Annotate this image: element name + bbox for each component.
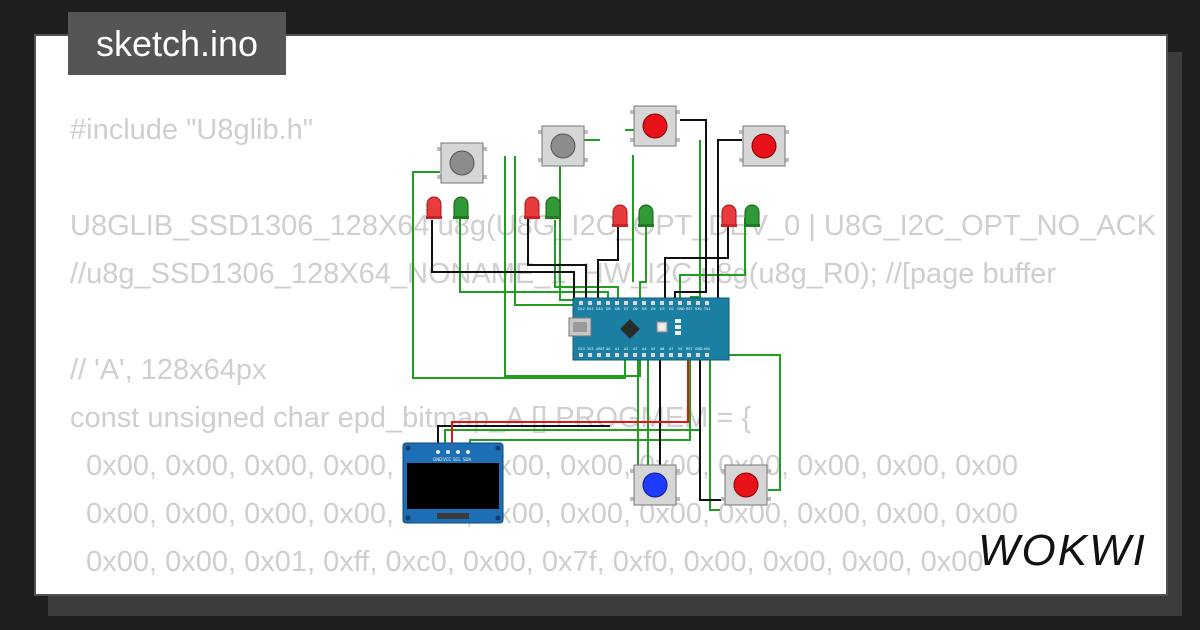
pin-label: 3V3 bbox=[587, 347, 593, 351]
pin-label: A3 bbox=[633, 347, 637, 351]
wokwi-logo: WOKWI bbox=[978, 526, 1147, 576]
pin-label: RST bbox=[686, 307, 693, 311]
wire bbox=[504, 156, 641, 377]
pin-label: D10 bbox=[596, 307, 603, 311]
wire bbox=[699, 360, 726, 501]
bottom-pin-row bbox=[579, 353, 709, 357]
pin-label: A6 bbox=[660, 347, 664, 351]
button-cap bbox=[733, 472, 759, 498]
code-line: const unsigned char epd_bitmap_A [] PROG… bbox=[70, 402, 752, 434]
pin-label: A0 bbox=[606, 347, 610, 351]
wire bbox=[639, 218, 647, 300]
pin-label: GND bbox=[677, 307, 685, 311]
pin-label: D3 bbox=[660, 307, 665, 311]
red-wires bbox=[451, 358, 689, 450]
wire bbox=[444, 358, 701, 450]
led-red bbox=[524, 196, 540, 219]
pin-label: D5 bbox=[642, 307, 647, 311]
wire bbox=[412, 171, 626, 379]
pin-label: VIN bbox=[704, 347, 710, 351]
pin-label: GND bbox=[695, 347, 703, 351]
button-cap bbox=[449, 150, 475, 176]
black-wires bbox=[431, 119, 742, 501]
led-green bbox=[638, 204, 654, 227]
wire bbox=[664, 220, 729, 300]
pin-label: D6 bbox=[633, 307, 638, 311]
pin-label: A2 bbox=[624, 347, 628, 351]
led-red bbox=[426, 196, 442, 219]
wire bbox=[674, 119, 707, 300]
sketch-title: sketch.ino bbox=[68, 12, 286, 75]
wire bbox=[451, 358, 689, 450]
oled-display: GND VCC SCL SDA bbox=[402, 442, 504, 524]
wire bbox=[717, 139, 742, 300]
pin-label: GND bbox=[433, 457, 442, 462]
wire bbox=[459, 218, 609, 300]
wire bbox=[437, 425, 610, 450]
wire bbox=[527, 218, 587, 300]
pushbutton bbox=[538, 125, 588, 167]
wire bbox=[720, 354, 781, 491]
pin-label: D4 bbox=[651, 307, 656, 311]
led-green bbox=[453, 196, 469, 219]
wire bbox=[469, 360, 691, 450]
led-green bbox=[545, 196, 561, 219]
wire bbox=[597, 220, 619, 300]
button-cap bbox=[751, 133, 777, 159]
pin-label: A7 bbox=[669, 347, 673, 351]
button-cap bbox=[550, 133, 576, 159]
pin-label: D13 bbox=[578, 347, 585, 351]
pin-label: D7 bbox=[624, 307, 629, 311]
pushbutton bbox=[721, 464, 771, 506]
wire bbox=[514, 156, 600, 306]
wire bbox=[709, 358, 720, 511]
top-pin-labels: D12 D11 D10 D9 D8 D7 D6 D5 D4 D3 D2 GND … bbox=[578, 307, 710, 311]
oled-screen bbox=[407, 463, 499, 509]
pushbutton bbox=[630, 105, 680, 147]
pin-label: D11 bbox=[587, 307, 594, 311]
led-red bbox=[612, 204, 628, 227]
wire bbox=[679, 218, 746, 300]
pin-label: AREF bbox=[596, 347, 605, 351]
pin-label: A4 bbox=[642, 347, 646, 351]
pin-label: D8 bbox=[615, 307, 620, 311]
pin-label: D12 bbox=[578, 307, 585, 311]
code-line: // 'A', 128x64px bbox=[70, 354, 267, 386]
pin-label: TX1 bbox=[703, 307, 710, 311]
wire bbox=[431, 220, 575, 300]
pin-label: D2 bbox=[669, 307, 674, 311]
oled-pin-labels: GND VCC SCL SDA bbox=[433, 457, 472, 462]
led-green bbox=[744, 204, 760, 227]
top-pin-row bbox=[579, 301, 709, 305]
pushbutton bbox=[630, 464, 680, 506]
button-cap bbox=[642, 113, 668, 139]
pin-label: A5 bbox=[651, 347, 655, 351]
arduino-nano-board: D12 D11 D10 D9 D8 D7 D6 D5 D4 D3 D2 GND … bbox=[568, 297, 730, 361]
pin-label: RX0 bbox=[695, 307, 702, 311]
pin-label: SCL bbox=[453, 457, 461, 462]
code-line: //u8g_SSD1306_128X64_NONAME_1_HW_I2C u8g… bbox=[70, 258, 1057, 290]
logo-text: WOKWI bbox=[978, 526, 1147, 575]
pin-label: VCC bbox=[443, 457, 452, 462]
pin-label: D9 bbox=[606, 307, 611, 311]
pin-label: SDA bbox=[463, 457, 472, 462]
led-red bbox=[721, 204, 737, 227]
pin-label: A1 bbox=[615, 347, 619, 351]
wire bbox=[690, 140, 701, 298]
pushbutton bbox=[739, 125, 789, 167]
button-cap bbox=[642, 472, 668, 498]
bottom-pin-labels: D13 3V3 AREF A0 A1 A2 A3 A4 A5 A6 A7 5V … bbox=[578, 347, 710, 351]
code-line: 0x00, 0x00, 0x01, 0xff, 0xc0, 0x00, 0x7f… bbox=[70, 546, 984, 578]
wire bbox=[647, 360, 676, 481]
pushbutton bbox=[437, 142, 487, 184]
pin-label: 5V bbox=[678, 347, 683, 351]
code-line: #include "U8glib.h" bbox=[70, 114, 314, 146]
pin-label: RST bbox=[686, 347, 693, 351]
